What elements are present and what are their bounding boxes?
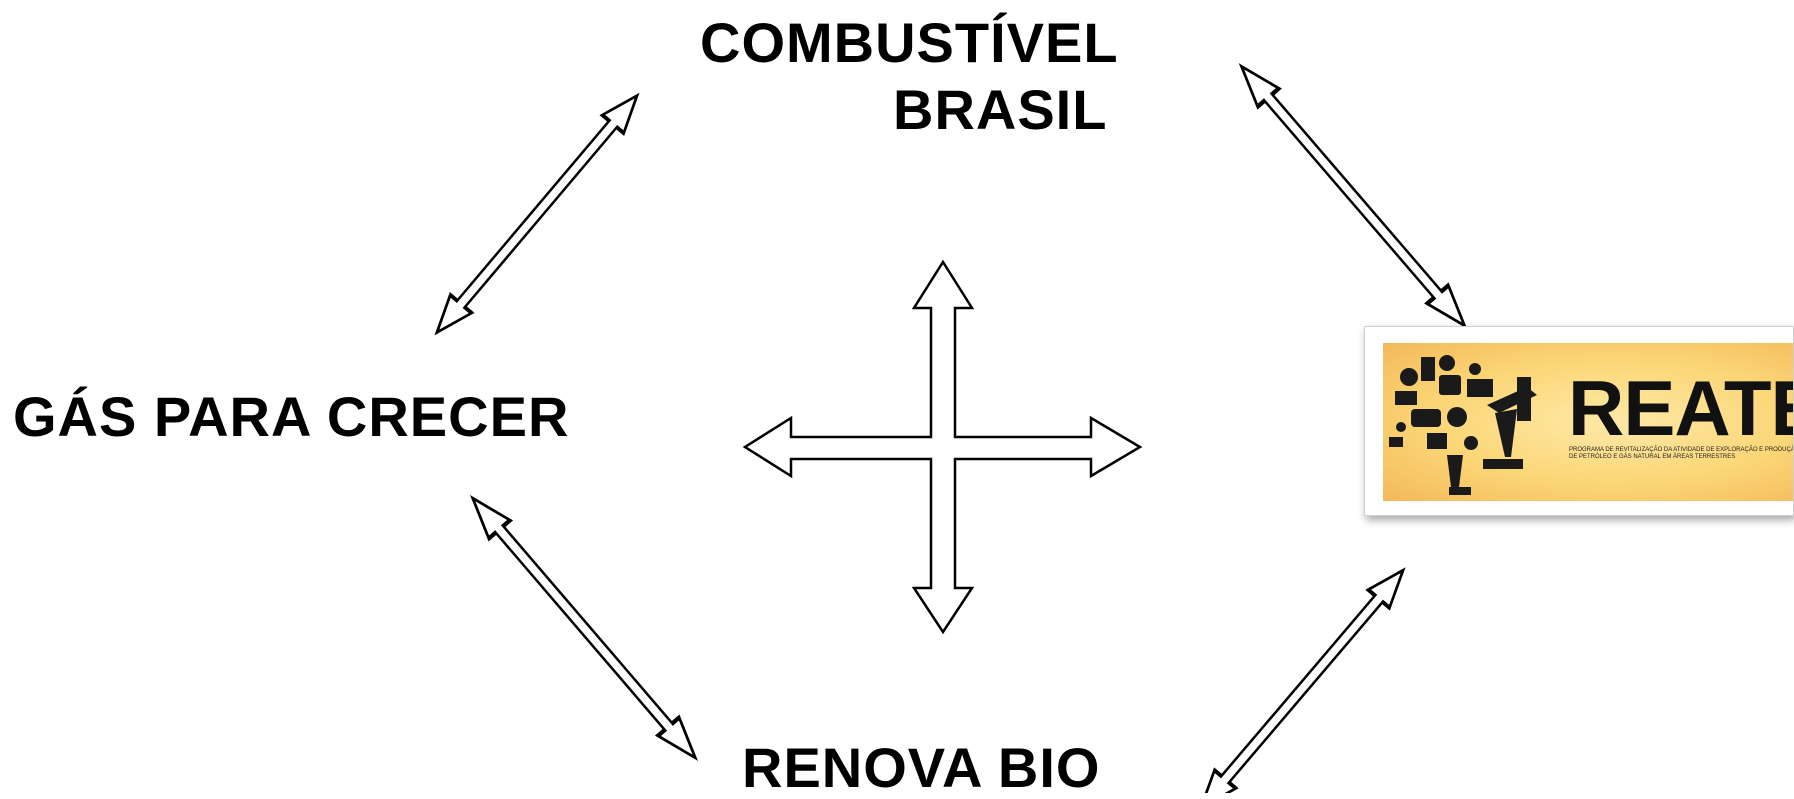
label-brasil: BRASIL xyxy=(893,78,1108,141)
reate-logo-word: REATE xyxy=(1568,364,1793,452)
label-gas-para-crecer: GÁS PARA CRECER xyxy=(13,385,570,448)
arrow-top-right xyxy=(1229,55,1477,337)
arrow-bottom-right xyxy=(1188,559,1416,793)
reate-logo-subtitle: PROGRAMA DE REVITALIZAÇÃO DA ATIVIDADE D… xyxy=(1569,447,1794,460)
arrow-bottom-left xyxy=(460,487,708,769)
reate-logo-background: REATE PROGRAMA DE REVITALIZAÇÃO DA ATIVI… xyxy=(1383,343,1794,501)
oil-industry-icon xyxy=(1389,355,1537,495)
center-cross-arrow xyxy=(742,259,1143,635)
arrow-top-left xyxy=(424,84,650,344)
label-renova-bio: RENOVA BIO xyxy=(742,736,1101,799)
label-combustivel: COMBUSTÍVEL xyxy=(700,11,1119,74)
reate-logo-card: REATE PROGRAMA DE REVITALIZAÇÃO DA ATIVI… xyxy=(1364,326,1794,516)
